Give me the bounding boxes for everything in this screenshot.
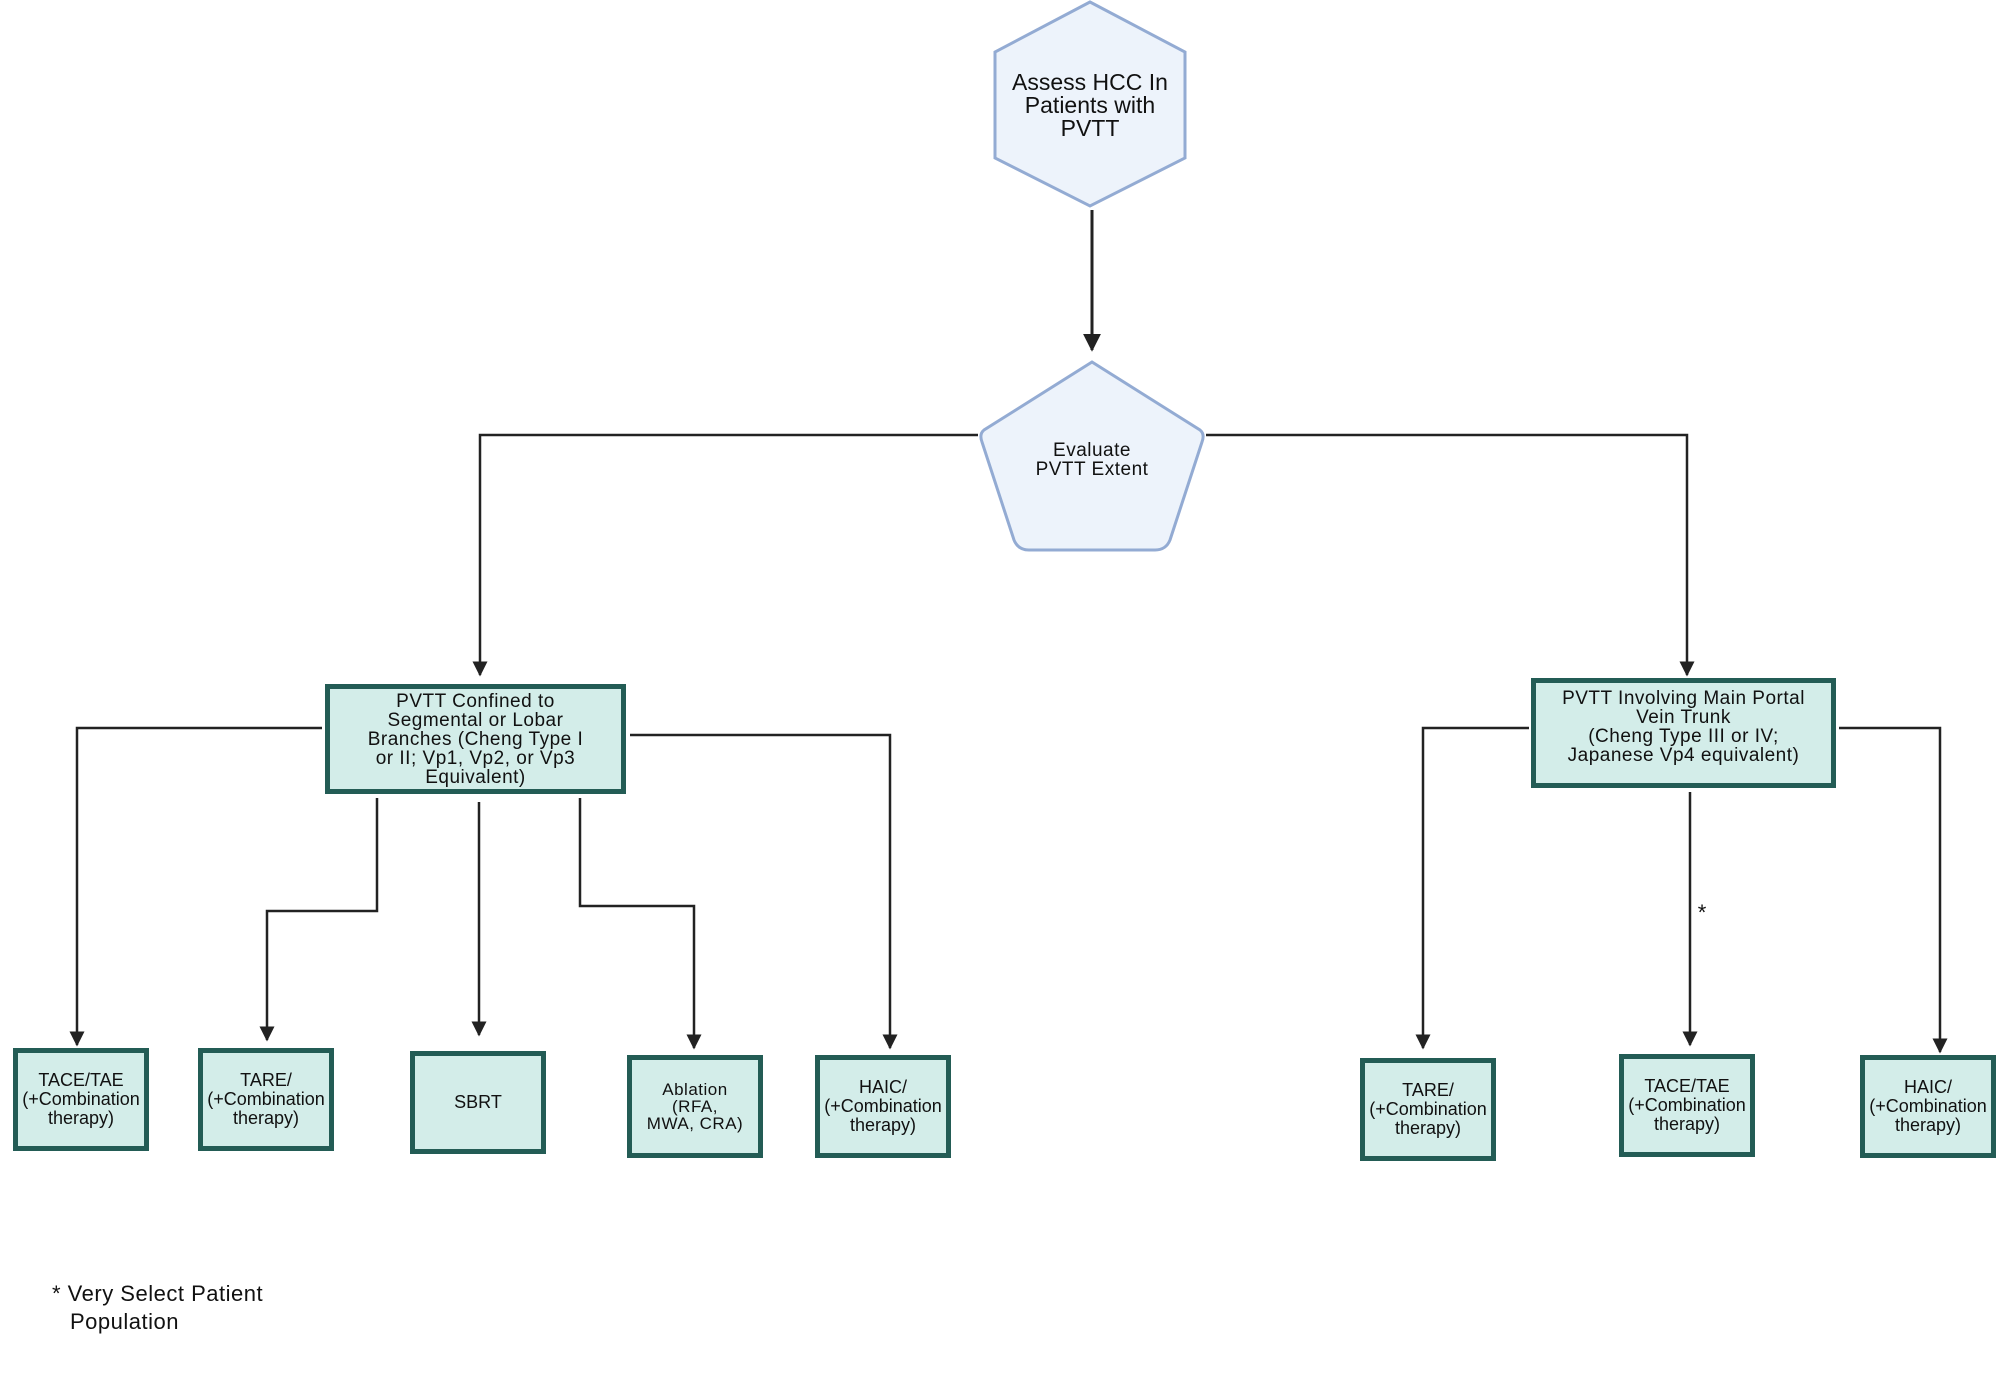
edge-marker-asterisk: * — [1697, 900, 1707, 925]
treatment-tare-box: TARE/ (+Combination therapy) — [198, 1048, 334, 1151]
treatment-tare-right-label: TARE/ (+Combination therapy) — [1369, 1080, 1487, 1138]
treatment-tace-tae-right-label: TACE/TAE (+Combination therapy) — [1628, 1076, 1746, 1134]
start-hexagon — [993, 0, 1187, 208]
treatment-tare-right-box: TARE/ (+Combination therapy) — [1360, 1058, 1496, 1161]
left-branch-label: PVTT Confined to Segmental or Lobar Bran… — [367, 690, 584, 788]
treatment-sbrt-box: SBRT — [410, 1051, 546, 1154]
edge-right-to-haic — [1839, 726, 1948, 1054]
left-branch-box: PVTT Confined to Segmental or Lobar Bran… — [325, 684, 626, 794]
treatment-sbrt-label: SBRT — [454, 1092, 502, 1112]
treatment-ablation-label: Ablation (RFA, MWA, CRA) — [646, 1080, 744, 1133]
footnote-line-2: Population — [70, 1309, 179, 1334]
treatment-tace-tae-label: TACE/TAE (+Combination therapy) — [22, 1070, 140, 1128]
treatment-haic-box: HAIC/ (+Combination therapy) — [815, 1055, 951, 1158]
edge-left-to-tare — [259, 798, 379, 1042]
start-label: Assess HCC In Patients with PVTT — [1012, 68, 1168, 141]
edge-left-to-ablation — [578, 798, 702, 1050]
treatment-haic-label: HAIC/ (+Combination therapy) — [824, 1077, 942, 1135]
treatment-ablation-box: Ablation (RFA, MWA, CRA) — [627, 1055, 763, 1158]
right-branch-label: PVTT Involving Main Portal Vein Trunk (C… — [1562, 688, 1805, 766]
right-branch-box: PVTT Involving Main Portal Vein Trunk (C… — [1531, 678, 1836, 788]
treatment-haic-right-box: HAIC/ (+Combination therapy) — [1860, 1055, 1996, 1158]
edge-left-to-tace — [69, 726, 322, 1047]
decision-label: Evaluate PVTT Extent — [1035, 440, 1149, 480]
treatment-tace-tae-box: TACE/TAE (+Combination therapy) — [13, 1048, 149, 1151]
decision-pentagon — [979, 360, 1205, 552]
edge-left-to-haic — [630, 733, 898, 1050]
footnote-line-1: * Very Select Patient — [52, 1281, 264, 1306]
edge-decision-to-right-branch — [1206, 433, 1695, 677]
footnote: * Very Select Patient Population — [52, 1280, 263, 1336]
treatment-tare-label: TARE/ (+Combination therapy) — [207, 1070, 325, 1128]
edge-decision-to-left-branch — [472, 433, 978, 677]
edge-right-to-tare — [1415, 726, 1529, 1050]
treatment-tace-tae-right-box: TACE/TAE (+Combination therapy) — [1619, 1054, 1755, 1157]
treatment-haic-right-label: HAIC/ (+Combination therapy) — [1869, 1077, 1987, 1135]
